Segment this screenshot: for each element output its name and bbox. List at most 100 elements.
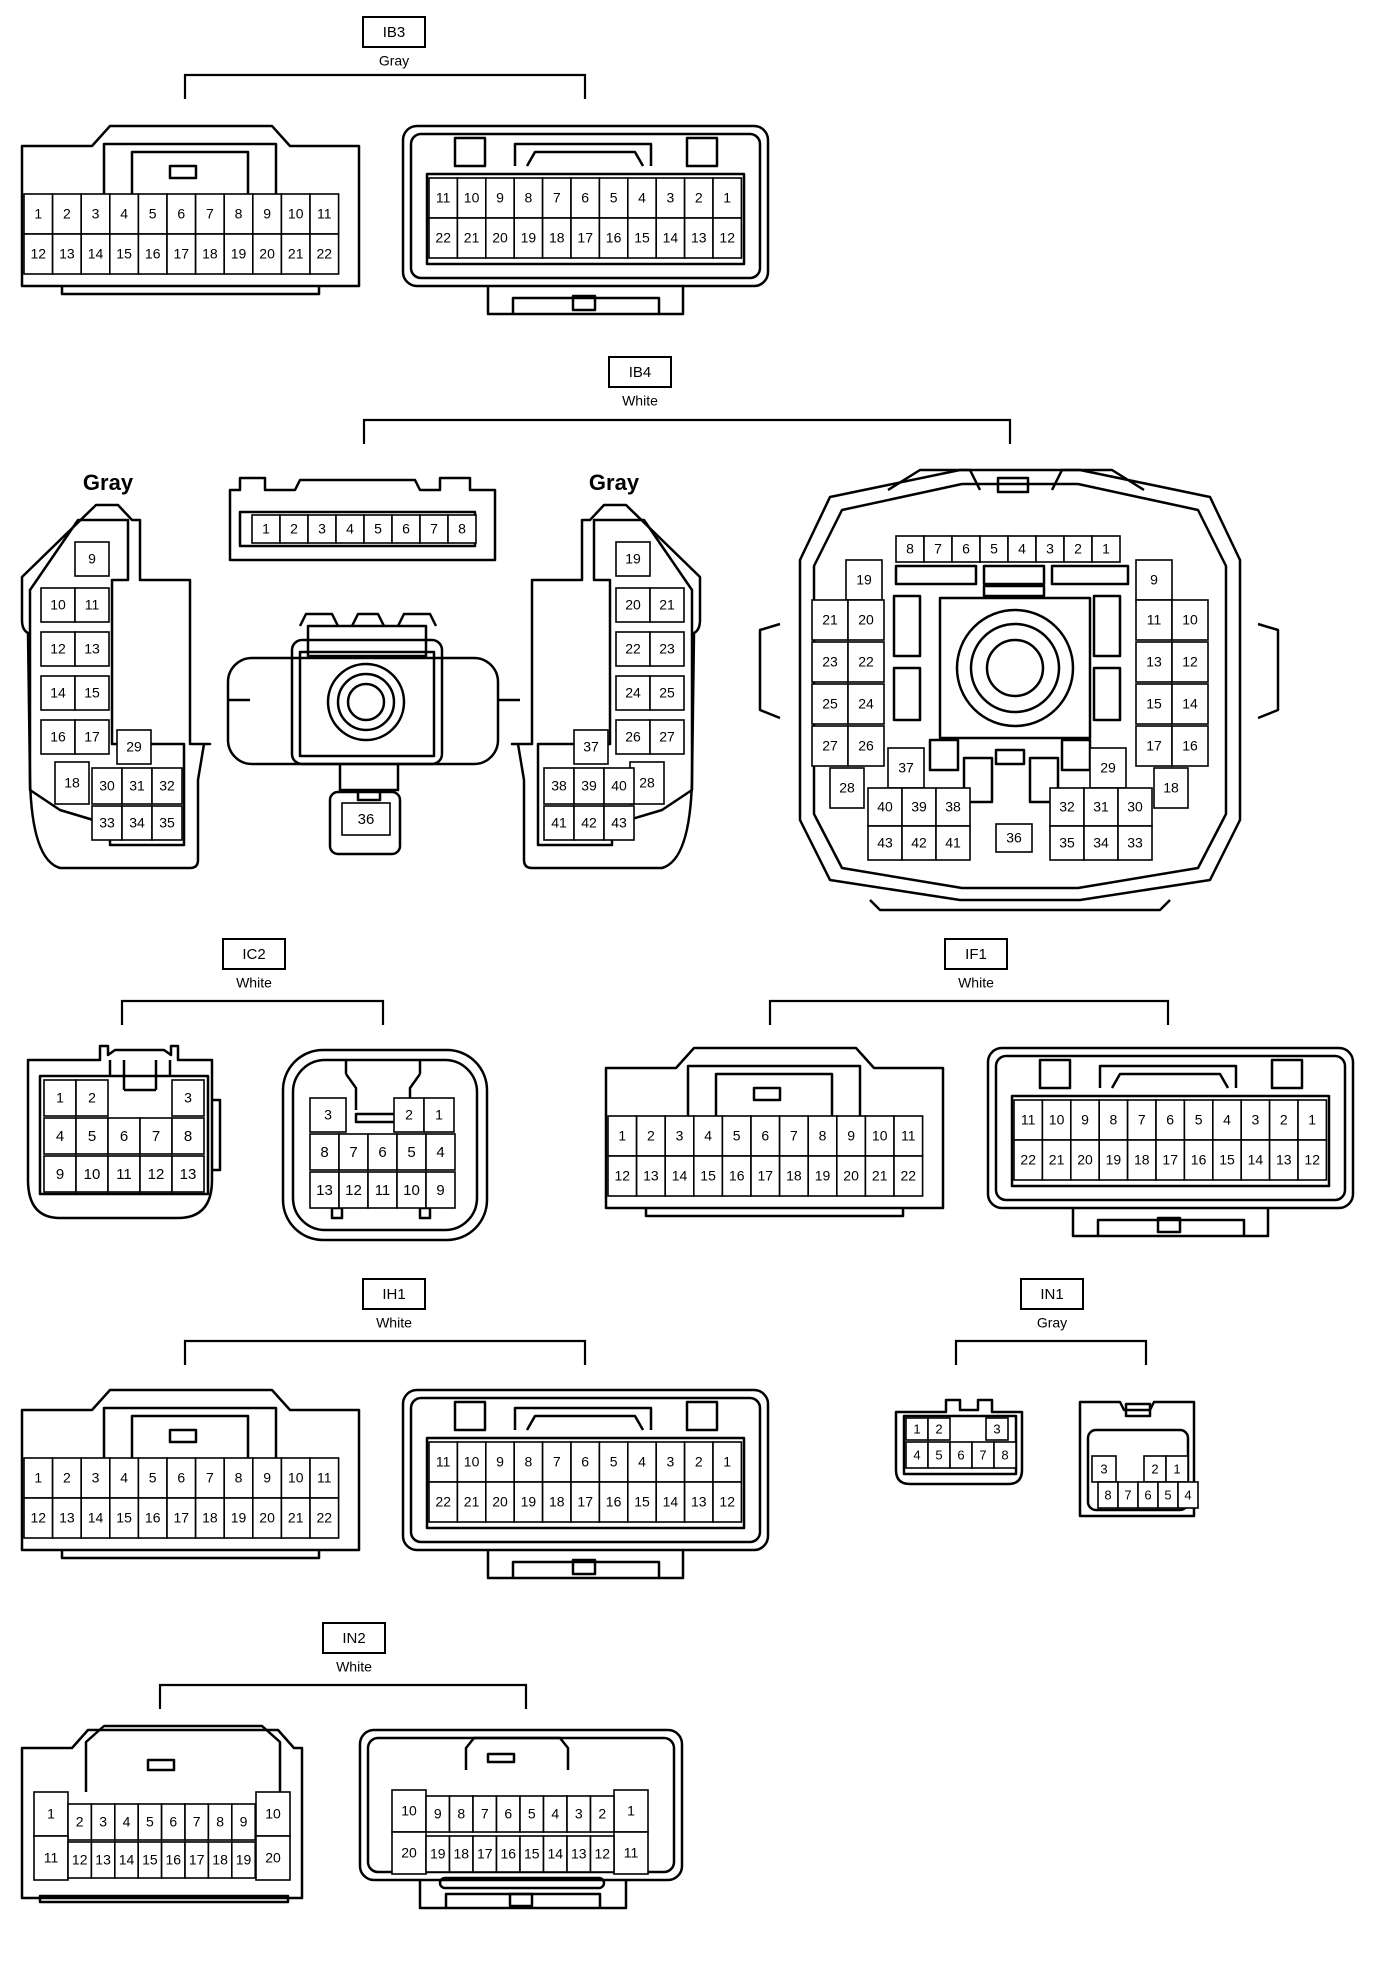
pin-number: 3: [99, 1814, 107, 1830]
pin-cell: 20: [391, 1831, 427, 1875]
pin-number: 16: [166, 1852, 182, 1868]
pin-cell: 5: [979, 535, 1009, 563]
connector-body-outline: [453, 136, 487, 168]
connector-body-outline: [401, 124, 770, 288]
pin-number: 16: [50, 729, 66, 745]
pin-cell: 7: [184, 1803, 210, 1841]
bracket-line: [183, 1339, 587, 1365]
pin-cell: 34: [121, 805, 153, 841]
pin-cell: 9: [484, 1441, 515, 1483]
pin-number: 21: [464, 1494, 480, 1510]
connector-body-outline: [994, 748, 1026, 766]
connector-body-outline: [38, 1894, 290, 1904]
pin-number: 9: [496, 1454, 504, 1470]
pin-number: 5: [146, 1814, 154, 1830]
connector-body-outline: [212, 1098, 222, 1172]
pin-number: 10: [403, 1182, 420, 1199]
pin-cell: 19: [223, 233, 254, 275]
pin-cell: 12: [1171, 641, 1209, 683]
pin-number: 2: [63, 1470, 71, 1486]
pin-number: 8: [1110, 1112, 1118, 1128]
pin-cell: 3: [664, 1115, 695, 1157]
pin-number: 6: [1166, 1112, 1174, 1128]
pin-number: 28: [639, 775, 655, 791]
pin-cell: 23: [811, 641, 849, 683]
pin-number: 11: [436, 190, 451, 206]
pin-number: 43: [611, 815, 627, 831]
connector-body-outline: [298, 650, 436, 758]
pin-cell: 16: [495, 1835, 521, 1873]
pin-number: 10: [265, 1806, 281, 1822]
connector-body-outline: [425, 1436, 746, 1530]
pin-number: 1: [913, 1421, 920, 1436]
connector-body-outline: [418, 1880, 628, 1910]
pin-cell: 7: [1117, 1481, 1139, 1509]
pin-number: 16: [606, 230, 622, 246]
bracket-line: [158, 1683, 528, 1709]
pin-number: 16: [145, 246, 161, 262]
connector-code: IF1: [965, 946, 987, 963]
connector-body-outline: [752, 1086, 782, 1102]
pin-cell: 12: [1297, 1139, 1328, 1181]
pin-number: 8: [184, 1128, 192, 1145]
pin-cell: 42: [573, 805, 605, 841]
pin-number: 15: [634, 1494, 650, 1510]
pin-cell: 7: [139, 1117, 173, 1155]
pin-cell: 14: [655, 1481, 686, 1523]
pin-cell: 1: [23, 193, 54, 235]
pin-cell: 11: [309, 1457, 340, 1499]
pin-number: 32: [159, 778, 175, 794]
pin-number: 36: [1006, 830, 1022, 846]
pin-cell: 1: [33, 1791, 69, 1837]
connector-body-outline: [982, 584, 1046, 598]
pin-number: 26: [858, 738, 874, 754]
pin-cell: 8: [807, 1115, 838, 1157]
connector-body-outline: [425, 172, 746, 266]
pin-cell: 10: [456, 177, 487, 219]
connector-color: Gray: [1037, 1315, 1067, 1331]
pin-cell: 14: [655, 217, 686, 259]
pin-cell: 20: [847, 599, 885, 641]
pin-number: 26: [625, 729, 641, 745]
pin-cell: 8: [513, 177, 544, 219]
pin-number: 19: [231, 246, 247, 262]
connector-body-outline: [168, 1428, 198, 1444]
pin-number: 12: [719, 1494, 735, 1510]
pin-number: 14: [663, 1494, 679, 1510]
pin-number: 6: [581, 1454, 589, 1470]
pin-cell: 19: [425, 1835, 451, 1873]
pin-cell: 18: [1153, 767, 1189, 809]
pin-number: 12: [1304, 1152, 1320, 1168]
pin-number: 17: [174, 1510, 190, 1526]
connector-body-outline: [102, 142, 278, 194]
connector-body-outline: [894, 564, 978, 586]
bracket-line: [954, 1339, 1148, 1365]
pin-number: 16: [729, 1168, 745, 1184]
pin-number: 9: [263, 1470, 271, 1486]
pin-cell: 14: [542, 1835, 568, 1873]
pin-number: 1: [627, 1803, 635, 1819]
bracket-line: [120, 999, 385, 1025]
pin-cell: 16: [1183, 1139, 1214, 1181]
pin-cell: 11: [893, 1115, 924, 1157]
pin-cell: 4: [1212, 1099, 1243, 1141]
pin-number: 20: [265, 1850, 281, 1866]
connector-body-outline: [291, 1058, 479, 1232]
pin-cell: 36: [995, 823, 1033, 853]
pin-number: 10: [50, 597, 66, 613]
pin-number: 3: [1100, 1461, 1107, 1476]
pin-cell: 9: [1135, 559, 1173, 601]
pin-cell: 2: [683, 1441, 714, 1483]
pin-number: 21: [822, 612, 838, 628]
pin-cell: 11: [367, 1171, 398, 1209]
pin-cell: 5: [721, 1115, 752, 1157]
pin-number: 4: [56, 1128, 64, 1145]
pin-cell: 9: [425, 1795, 451, 1833]
connector-body-outline: [453, 1400, 487, 1432]
pin-cell: 1: [905, 1417, 929, 1441]
pin-number: 8: [1001, 1447, 1008, 1462]
connector-body-outline: [486, 1752, 516, 1764]
pin-number: 9: [434, 1806, 442, 1822]
